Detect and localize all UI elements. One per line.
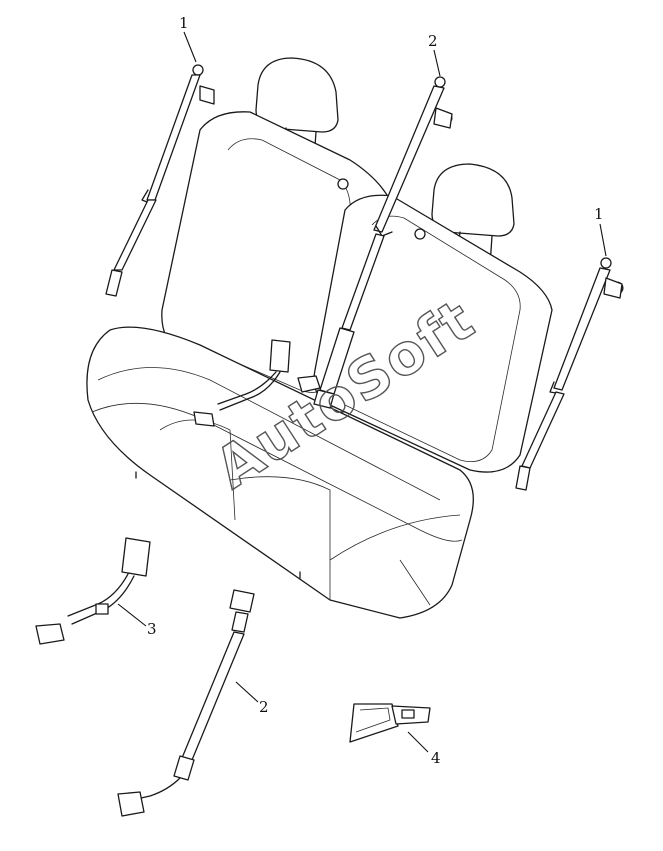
callout-label: 1 [594, 205, 604, 223]
seat-belt-retractor-left [105, 64, 215, 297]
callout-2-top: 2 [428, 32, 441, 77]
seat-belt-retractor-centre [313, 76, 453, 409]
callout-4: 4 [407, 731, 441, 767]
seat-belt-buckle-3 [35, 537, 151, 645]
callout-label: 3 [147, 620, 157, 638]
callout-1-right: 1 [594, 205, 607, 257]
callout-label: 4 [431, 749, 441, 767]
seat-belt-buckle-4 [349, 703, 431, 743]
callout-1-top-left: 1 [179, 14, 197, 63]
callout-label: 1 [179, 14, 189, 32]
callout-3: 3 [117, 603, 157, 638]
seat-belt-retractor-right [515, 257, 624, 491]
callout-label: 2 [428, 32, 438, 50]
callout-2-bottom: 2 [235, 681, 269, 716]
seat-installed-buckle [193, 339, 291, 427]
callout-label: 2 [259, 698, 269, 716]
seat-belt-lap-2 [117, 589, 255, 817]
